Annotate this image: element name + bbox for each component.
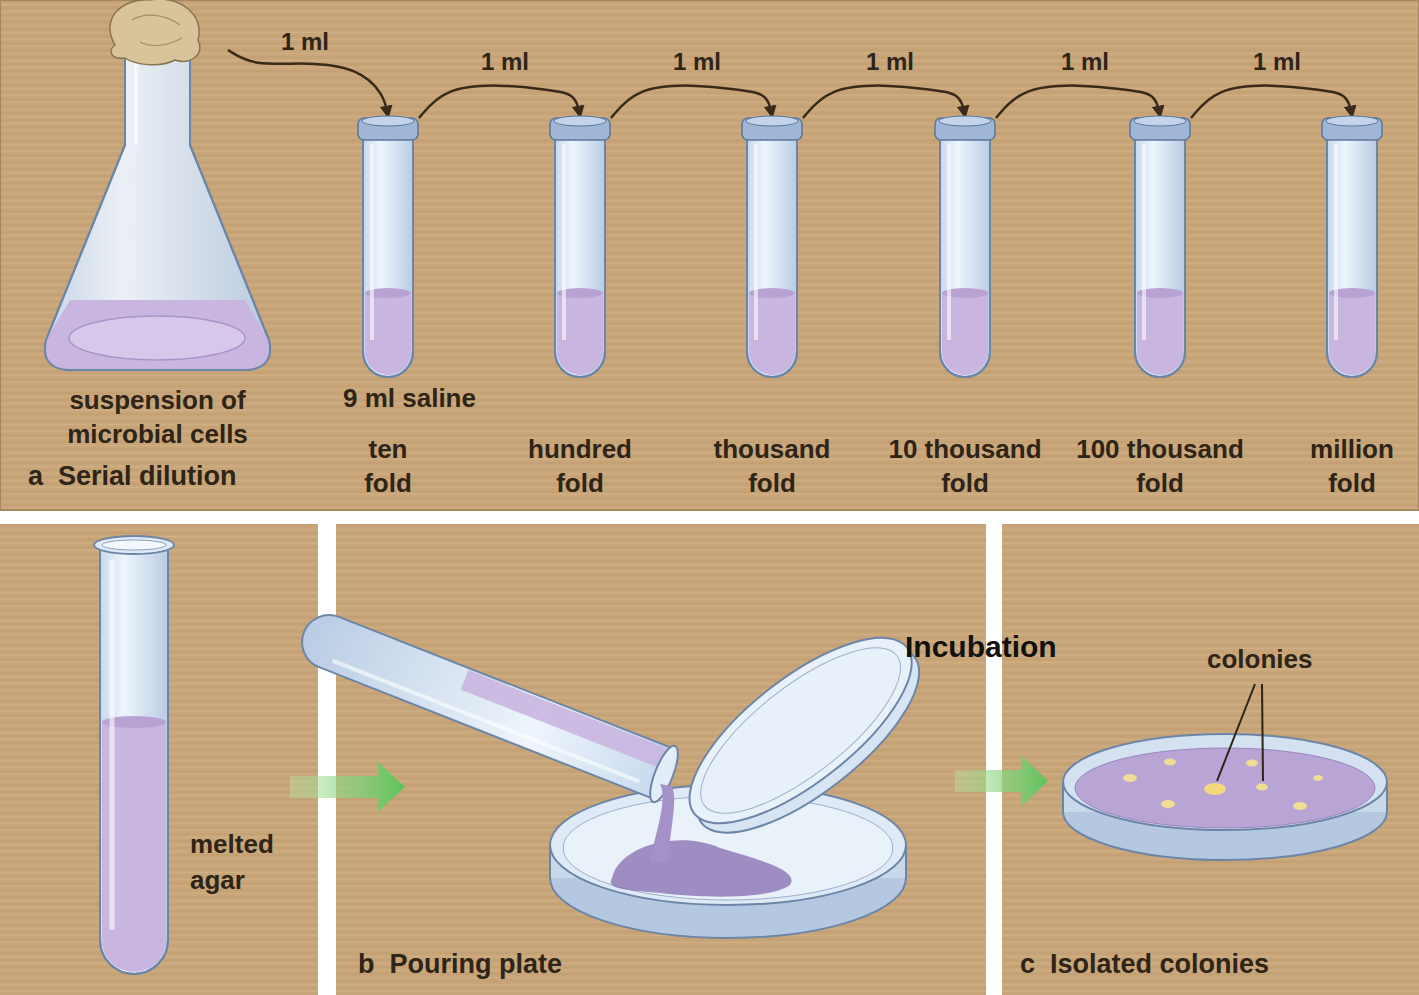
volume-label: 1 ml [866, 48, 914, 76]
transfer-arrow [419, 86, 580, 118]
node-caption: 10 thousand fold [877, 432, 1053, 500]
tube-shape [741, 118, 803, 380]
petri-lid [662, 606, 946, 864]
process-arrow [955, 756, 1048, 806]
tube-shape [357, 118, 419, 380]
flask-shape [40, 50, 275, 375]
panel-background [1002, 524, 1419, 995]
tube-shape [934, 118, 996, 380]
test-tube-node: million fold [1321, 118, 1383, 380]
test-tube-node: hundred fold [549, 118, 611, 380]
panel-background [336, 524, 986, 995]
transfer-arrow [1191, 86, 1352, 118]
transfer-arrow [611, 86, 772, 118]
agar-stream [650, 784, 674, 862]
transfer-arrow [996, 86, 1160, 118]
tube-shape [549, 118, 611, 380]
tube-shape [1129, 118, 1191, 380]
volume-label: 1 ml [1253, 48, 1301, 76]
node-caption: 100 thousand fold [1062, 432, 1258, 500]
node-caption: hundred fold [515, 432, 645, 500]
test-tube-node: 10 thousand fold [934, 118, 996, 380]
panel-background [0, 0, 1419, 510]
tube-shape [1321, 118, 1383, 380]
transfer-arrow [228, 50, 388, 116]
pouring-tube [293, 604, 683, 805]
annotation-label: 9 ml saline [343, 382, 476, 415]
panel-background [0, 524, 318, 995]
flask-node: suspension of microbial cells [40, 50, 275, 375]
node-caption: thousand fold [702, 432, 842, 500]
panel-caption: c Isolated colonies [1020, 947, 1269, 981]
test-tube-node: ten fold [357, 118, 419, 380]
agar-tube [94, 536, 174, 974]
panel-caption: a Serial dilution [28, 459, 237, 493]
volume-label: 1 ml [481, 48, 529, 76]
transfer-arrow [803, 86, 965, 118]
annotation-label: Incubation [905, 628, 1057, 666]
leader-line [1262, 684, 1263, 781]
leader-line [1217, 684, 1255, 781]
volume-label: 1 ml [281, 28, 329, 56]
process-arrow [290, 762, 405, 812]
annotation-label: melted agar [190, 826, 302, 898]
callout-label: colonies [1207, 643, 1312, 676]
panel-caption: b Pouring plate [358, 947, 562, 981]
test-tube-node: 100 thousand fold [1129, 118, 1191, 380]
volume-label: 1 ml [1061, 48, 1109, 76]
petri-dish-colonies [1063, 734, 1387, 860]
node-caption: ten fold [352, 432, 424, 500]
node-caption: suspension of microbial cells [28, 383, 288, 451]
volume-label: 1 ml [673, 48, 721, 76]
node-caption: million fold [1292, 432, 1412, 500]
test-tube-node: thousand fold [741, 118, 803, 380]
